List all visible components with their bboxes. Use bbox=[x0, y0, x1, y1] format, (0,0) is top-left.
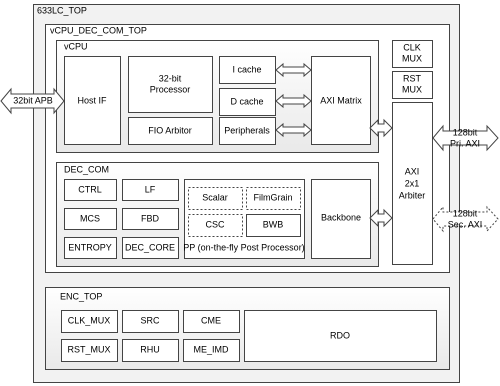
rst-mux-enc-label: RST_MUX bbox=[67, 344, 111, 355]
rhu-label: RHU bbox=[140, 344, 160, 355]
rst-mux-enc-block bbox=[61, 339, 118, 362]
src-label: SRC bbox=[140, 315, 160, 326]
ctrl-block bbox=[64, 179, 117, 201]
lf-block bbox=[122, 179, 179, 201]
clk-mux-label-line2: MUX bbox=[402, 53, 422, 64]
sec-axi-arrow bbox=[432, 205, 499, 233]
mcs-label: MCS bbox=[80, 213, 100, 224]
d-cache-block bbox=[219, 88, 276, 116]
entropy-block bbox=[64, 237, 117, 259]
pri-axi-label-line1: 128bit bbox=[452, 127, 478, 138]
d-cache-label: D cache bbox=[230, 96, 264, 107]
dec-core-label: DEC_CORE bbox=[124, 242, 176, 253]
fio-arbitor-label: FIO Arbitor bbox=[148, 125, 192, 136]
src-block bbox=[122, 310, 179, 333]
rst-mux-label-line1: RST bbox=[403, 73, 421, 84]
icache-axi-arrow bbox=[275, 62, 312, 78]
axi-matrix-block bbox=[311, 56, 371, 145]
host-if-block bbox=[64, 56, 121, 145]
dcache-axi-arrow bbox=[275, 93, 312, 109]
pp-label: PP (on-the-fly Post Processor) bbox=[183, 242, 305, 253]
i-cache-label: I cache bbox=[232, 64, 262, 75]
entropy-label: ENTROPY bbox=[68, 242, 112, 253]
filmgrain-block bbox=[246, 187, 301, 210]
fbd-label: FBD bbox=[141, 213, 159, 224]
arbiter-label-line3: Arbiter bbox=[398, 190, 426, 201]
me-imd-label: ME_IMD bbox=[193, 344, 229, 355]
pri-axi-arrow bbox=[432, 124, 499, 152]
rhu-block bbox=[122, 339, 179, 362]
peripherals-axi-arrow bbox=[275, 122, 312, 138]
bwb-block bbox=[246, 214, 301, 237]
i-cache-block bbox=[219, 56, 276, 84]
cme-label: CME bbox=[201, 315, 221, 326]
axi-matrix-label: AXI Matrix bbox=[320, 95, 362, 106]
arbiter-label-line1: AXI bbox=[404, 166, 420, 177]
lf-label: LF bbox=[144, 184, 156, 195]
pri-axi-label-line2: Pri. AXI bbox=[449, 138, 481, 149]
ctrl-label: CTRL bbox=[78, 184, 102, 195]
clk-mux-enc-block bbox=[61, 310, 118, 333]
processor-label-line1: 32-bit bbox=[158, 73, 182, 84]
clk-mux-label-line1: CLK bbox=[403, 42, 421, 53]
dec-com-title: DEC_COM bbox=[64, 164, 110, 175]
rst-mux-label-line2: MUX bbox=[402, 84, 422, 95]
fio-arbitor-block bbox=[128, 117, 213, 145]
me-imd-block bbox=[183, 339, 240, 362]
apb-label: 32bit APB bbox=[13, 95, 53, 106]
scalar-label: Scalar bbox=[202, 192, 228, 203]
peripherals-label: Peripherals bbox=[224, 125, 270, 136]
bwb-label: BWB bbox=[262, 219, 284, 230]
processor-label-line2: Processor bbox=[149, 84, 191, 95]
sec-axi-label-line1: 128bit bbox=[452, 208, 478, 219]
csc-block bbox=[188, 214, 243, 237]
clk-mux-enc-label: CLK_MUX bbox=[67, 315, 111, 326]
sec-axi-label-line2: Sec. AXI bbox=[447, 219, 483, 230]
rdo-label: RDO bbox=[330, 330, 350, 341]
mcs-block bbox=[64, 208, 117, 230]
scalar-block bbox=[188, 187, 243, 210]
backbone-label: Backbone bbox=[320, 212, 362, 223]
filmgrain-label: FilmGrain bbox=[253, 192, 293, 203]
enc-top-title: ENC_TOP bbox=[60, 291, 103, 302]
arbiter-label-line2: 2x1 bbox=[404, 178, 420, 189]
clk-mux-block bbox=[392, 40, 433, 68]
axi-matrix-arbiter-arrow bbox=[369, 118, 393, 138]
peripherals-block bbox=[219, 117, 276, 145]
backbone-arbiter-arrow bbox=[369, 208, 393, 228]
fbd-block bbox=[122, 208, 179, 230]
rdo-block bbox=[244, 310, 437, 362]
host-if-label: Host IF bbox=[77, 95, 107, 106]
apb-arrow bbox=[0, 87, 65, 115]
cme-block bbox=[183, 310, 240, 333]
vcpu-dec-com-top-title: vCPU_DEC_COM_TOP bbox=[50, 25, 147, 36]
axi-arbiter-block bbox=[392, 102, 433, 265]
top-title: 633LC_TOP bbox=[37, 5, 87, 16]
backbone-block bbox=[311, 179, 371, 259]
processor-block bbox=[128, 56, 213, 113]
csc-label: CSC bbox=[205, 219, 225, 230]
vcpu-title: vCPU bbox=[64, 41, 88, 52]
rst-mux-block bbox=[392, 71, 433, 99]
dec-core-block bbox=[122, 237, 179, 259]
